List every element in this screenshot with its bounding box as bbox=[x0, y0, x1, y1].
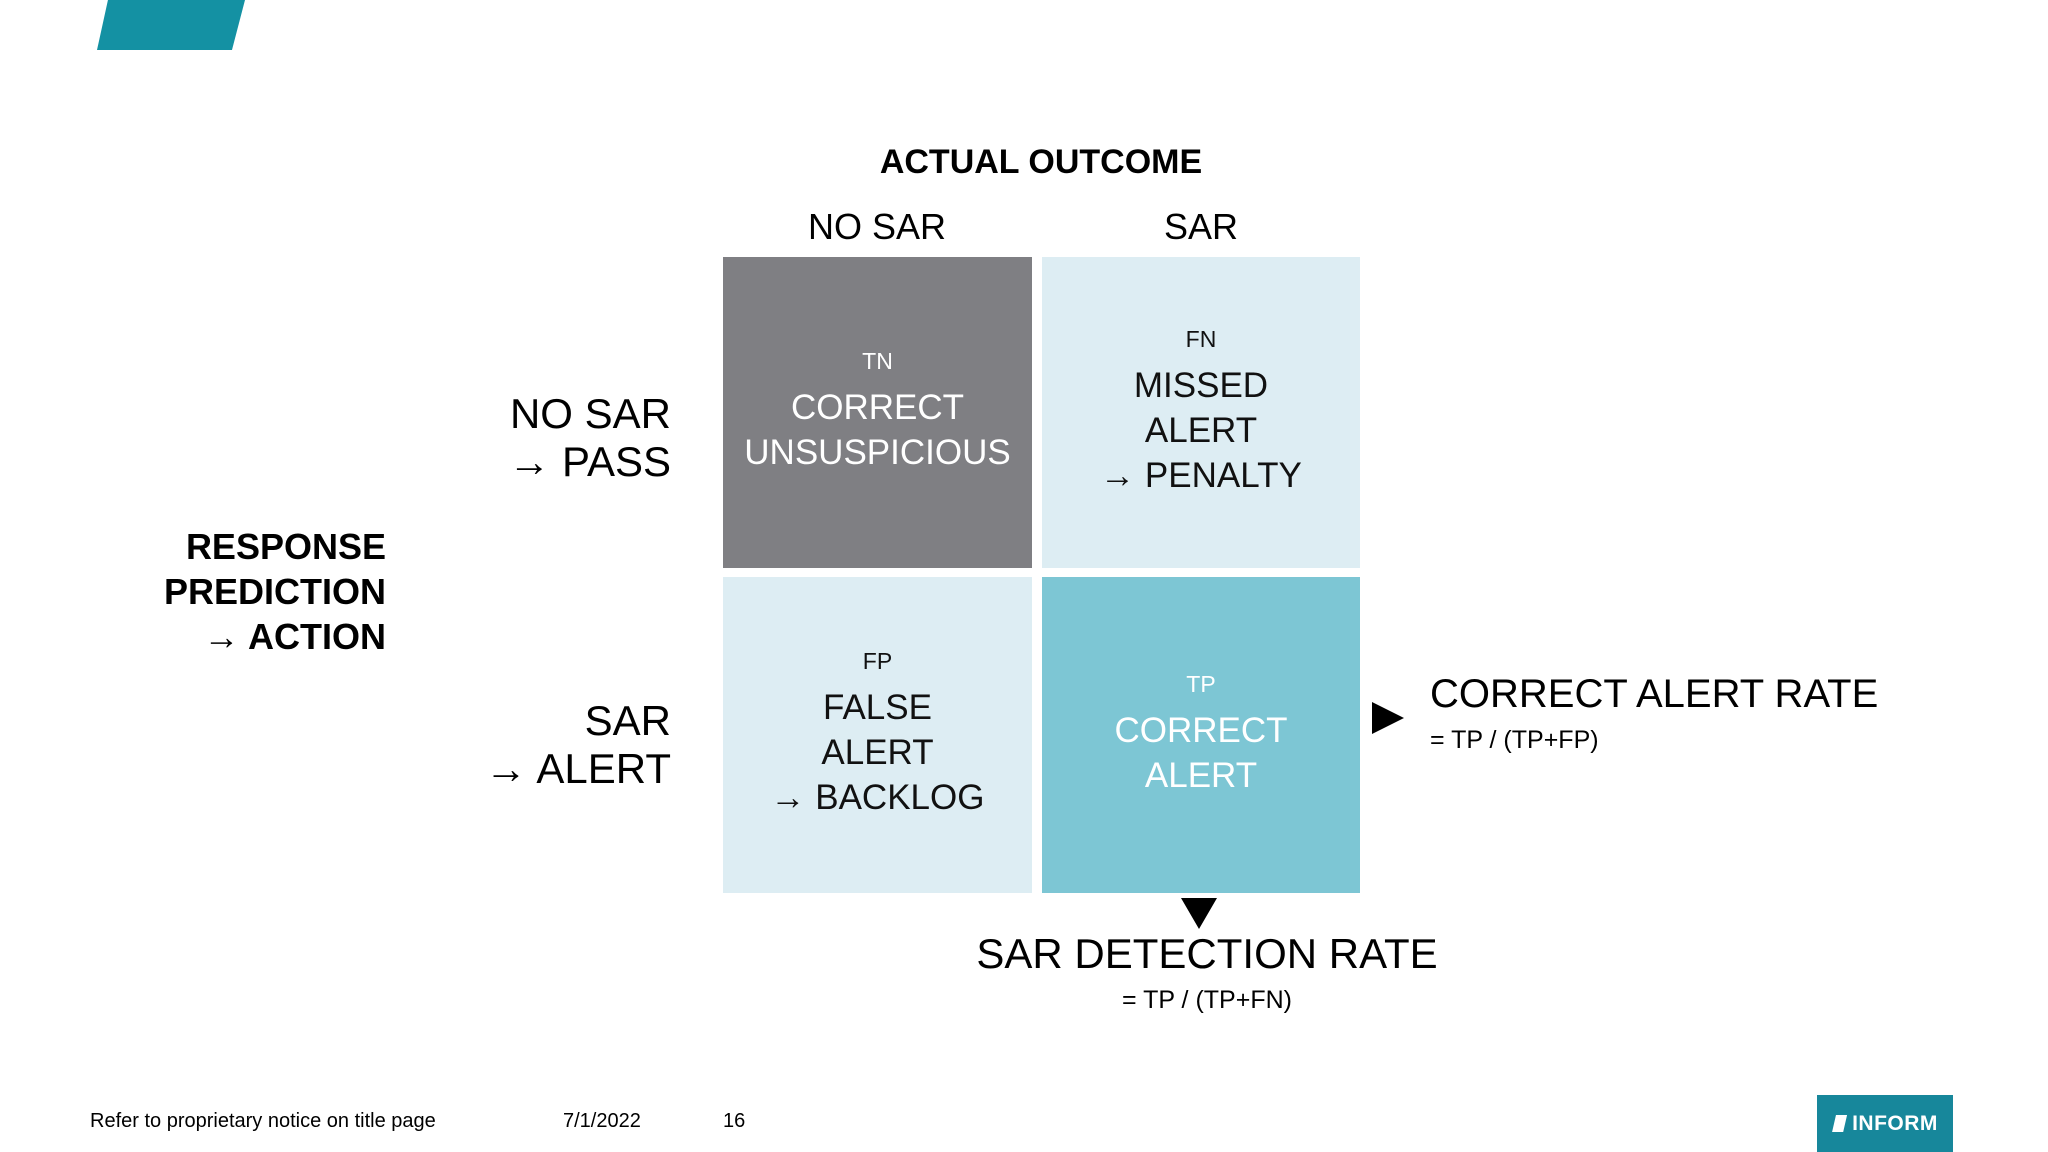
cell-line: CORRECT bbox=[790, 388, 965, 427]
cell-line: UNSUSPICIOUS bbox=[744, 433, 1011, 472]
row-label-sar-alert: SAR → ALERT bbox=[251, 697, 671, 793]
axis-label-line: RESPONSE bbox=[185, 526, 386, 567]
cell-tag: TP bbox=[1186, 670, 1216, 697]
cell-tag: FP bbox=[862, 648, 893, 674]
cell-line: → PENALTY bbox=[1100, 455, 1302, 495]
correct-alert-rate-title: CORRECT ALERT RATE bbox=[1430, 672, 1879, 716]
inform-logo: INFORM bbox=[1817, 1095, 1953, 1152]
row-label-line: → ALERT bbox=[485, 745, 671, 792]
cell-tag: FN bbox=[1185, 325, 1217, 352]
triangle-down-icon bbox=[1181, 898, 1217, 929]
footer-date: 7/1/2022 bbox=[563, 1110, 641, 1132]
brand-parallelogram-logo bbox=[97, 0, 245, 50]
sar-detection-rate-title: SAR DETECTION RATE bbox=[976, 930, 1438, 977]
axis-label-line: PREDICTION bbox=[163, 571, 386, 612]
inform-logo-text: INFORM bbox=[1852, 1111, 1938, 1135]
cell-false-negative: FN MISSED ALERT → PENALTY bbox=[1042, 257, 1360, 568]
col-header-sar: SAR bbox=[1163, 206, 1239, 247]
inform-parallelogram-icon bbox=[1832, 1115, 1848, 1132]
row-label-line: NO SAR bbox=[509, 390, 671, 437]
matrix-title: ACTUAL OUTCOME bbox=[879, 143, 1203, 181]
cell-line: → BACKLOG bbox=[770, 778, 985, 817]
row-label-line: → PASS bbox=[508, 438, 671, 485]
cell-line: ALERT bbox=[1144, 410, 1258, 450]
cell-true-negative: TN CORRECT UNSUSPICIOUS bbox=[723, 257, 1032, 568]
correct-alert-rate-formula: = TP / (TP+FP) bbox=[1430, 726, 1599, 754]
row-label-line: SAR bbox=[584, 697, 671, 744]
row-axis-label: RESPONSE PREDICTION → ACTION bbox=[0, 524, 386, 659]
cell-line: ALERT bbox=[1144, 755, 1258, 795]
sar-detection-rate-formula: = TP / (TP+FN) bbox=[1122, 986, 1292, 1014]
cell-line: FALSE bbox=[823, 688, 932, 727]
footer-proprietary-notice: Refer to proprietary notice on title pag… bbox=[90, 1110, 436, 1132]
row-label-no-sar-pass: NO SAR → PASS bbox=[251, 390, 671, 486]
triangle-right-icon bbox=[1372, 702, 1404, 734]
cell-line: CORRECT bbox=[1114, 710, 1288, 750]
footer-page-number: 16 bbox=[723, 1110, 746, 1132]
axis-label-line: → ACTION bbox=[203, 616, 386, 657]
cell-true-positive: TP CORRECT ALERT bbox=[1042, 577, 1360, 893]
col-header-no-sar: NO SAR bbox=[807, 206, 947, 247]
cell-false-positive: FP FALSE ALERT → BACKLOG bbox=[723, 577, 1032, 893]
cell-tag: TN bbox=[862, 348, 893, 374]
cell-line: ALERT bbox=[821, 733, 934, 772]
cell-line: MISSED bbox=[1133, 365, 1269, 405]
